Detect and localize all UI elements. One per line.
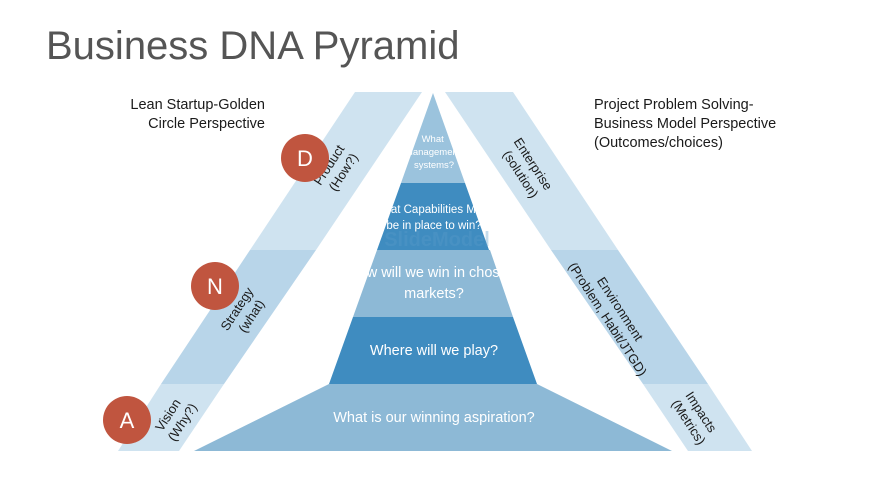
- left-band-product: [250, 92, 422, 250]
- pyramid-level-play: [329, 317, 537, 384]
- level-label-play: Where will we play?: [370, 343, 498, 359]
- pyramid-level-win: [353, 250, 513, 317]
- right-band-enterprise: [445, 92, 618, 250]
- badge-letter: A: [120, 408, 135, 433]
- level-label-management: What Management systems?: [405, 134, 463, 171]
- level-label-aspiration: What is our winning aspiration?: [333, 410, 535, 426]
- left-perspective-line: Lean Startup-Golden: [130, 97, 265, 113]
- badge-letter: D: [297, 146, 313, 171]
- pyramid-level-capabilities: [377, 183, 489, 250]
- pyramid-level-aspiration: [194, 384, 672, 451]
- right-perspective-caption: Project Problem Solving- Business Model …: [594, 96, 776, 153]
- pyramid-level-management: [401, 93, 465, 183]
- level-label-win: How will we win in chosen markets?: [348, 265, 520, 302]
- right-band-environment: [551, 250, 708, 384]
- left-perspective-line: Circle Perspective: [148, 116, 265, 132]
- right-band-impacts: [643, 384, 752, 451]
- right-perspective-line: (Outcomes/choices): [594, 135, 723, 151]
- right-perspective-line: Business Model Perspective: [594, 116, 777, 132]
- left-band-strategy: [161, 250, 316, 384]
- left-perspective-caption: Lean Startup-Golden Circle Perspective: [130, 96, 265, 134]
- badge-letter: N: [207, 274, 223, 299]
- level-label-capabilities: What Capabilities Must be in place to wi…: [374, 204, 495, 232]
- page-title: Business DNA Pyramid: [46, 24, 460, 68]
- badge-d: D: [281, 134, 329, 182]
- watermark-text: SlideModel: [384, 229, 490, 251]
- badge-n: N: [191, 262, 239, 310]
- right-perspective-line: Project Problem Solving-: [594, 97, 754, 113]
- badge-a: A: [103, 396, 151, 444]
